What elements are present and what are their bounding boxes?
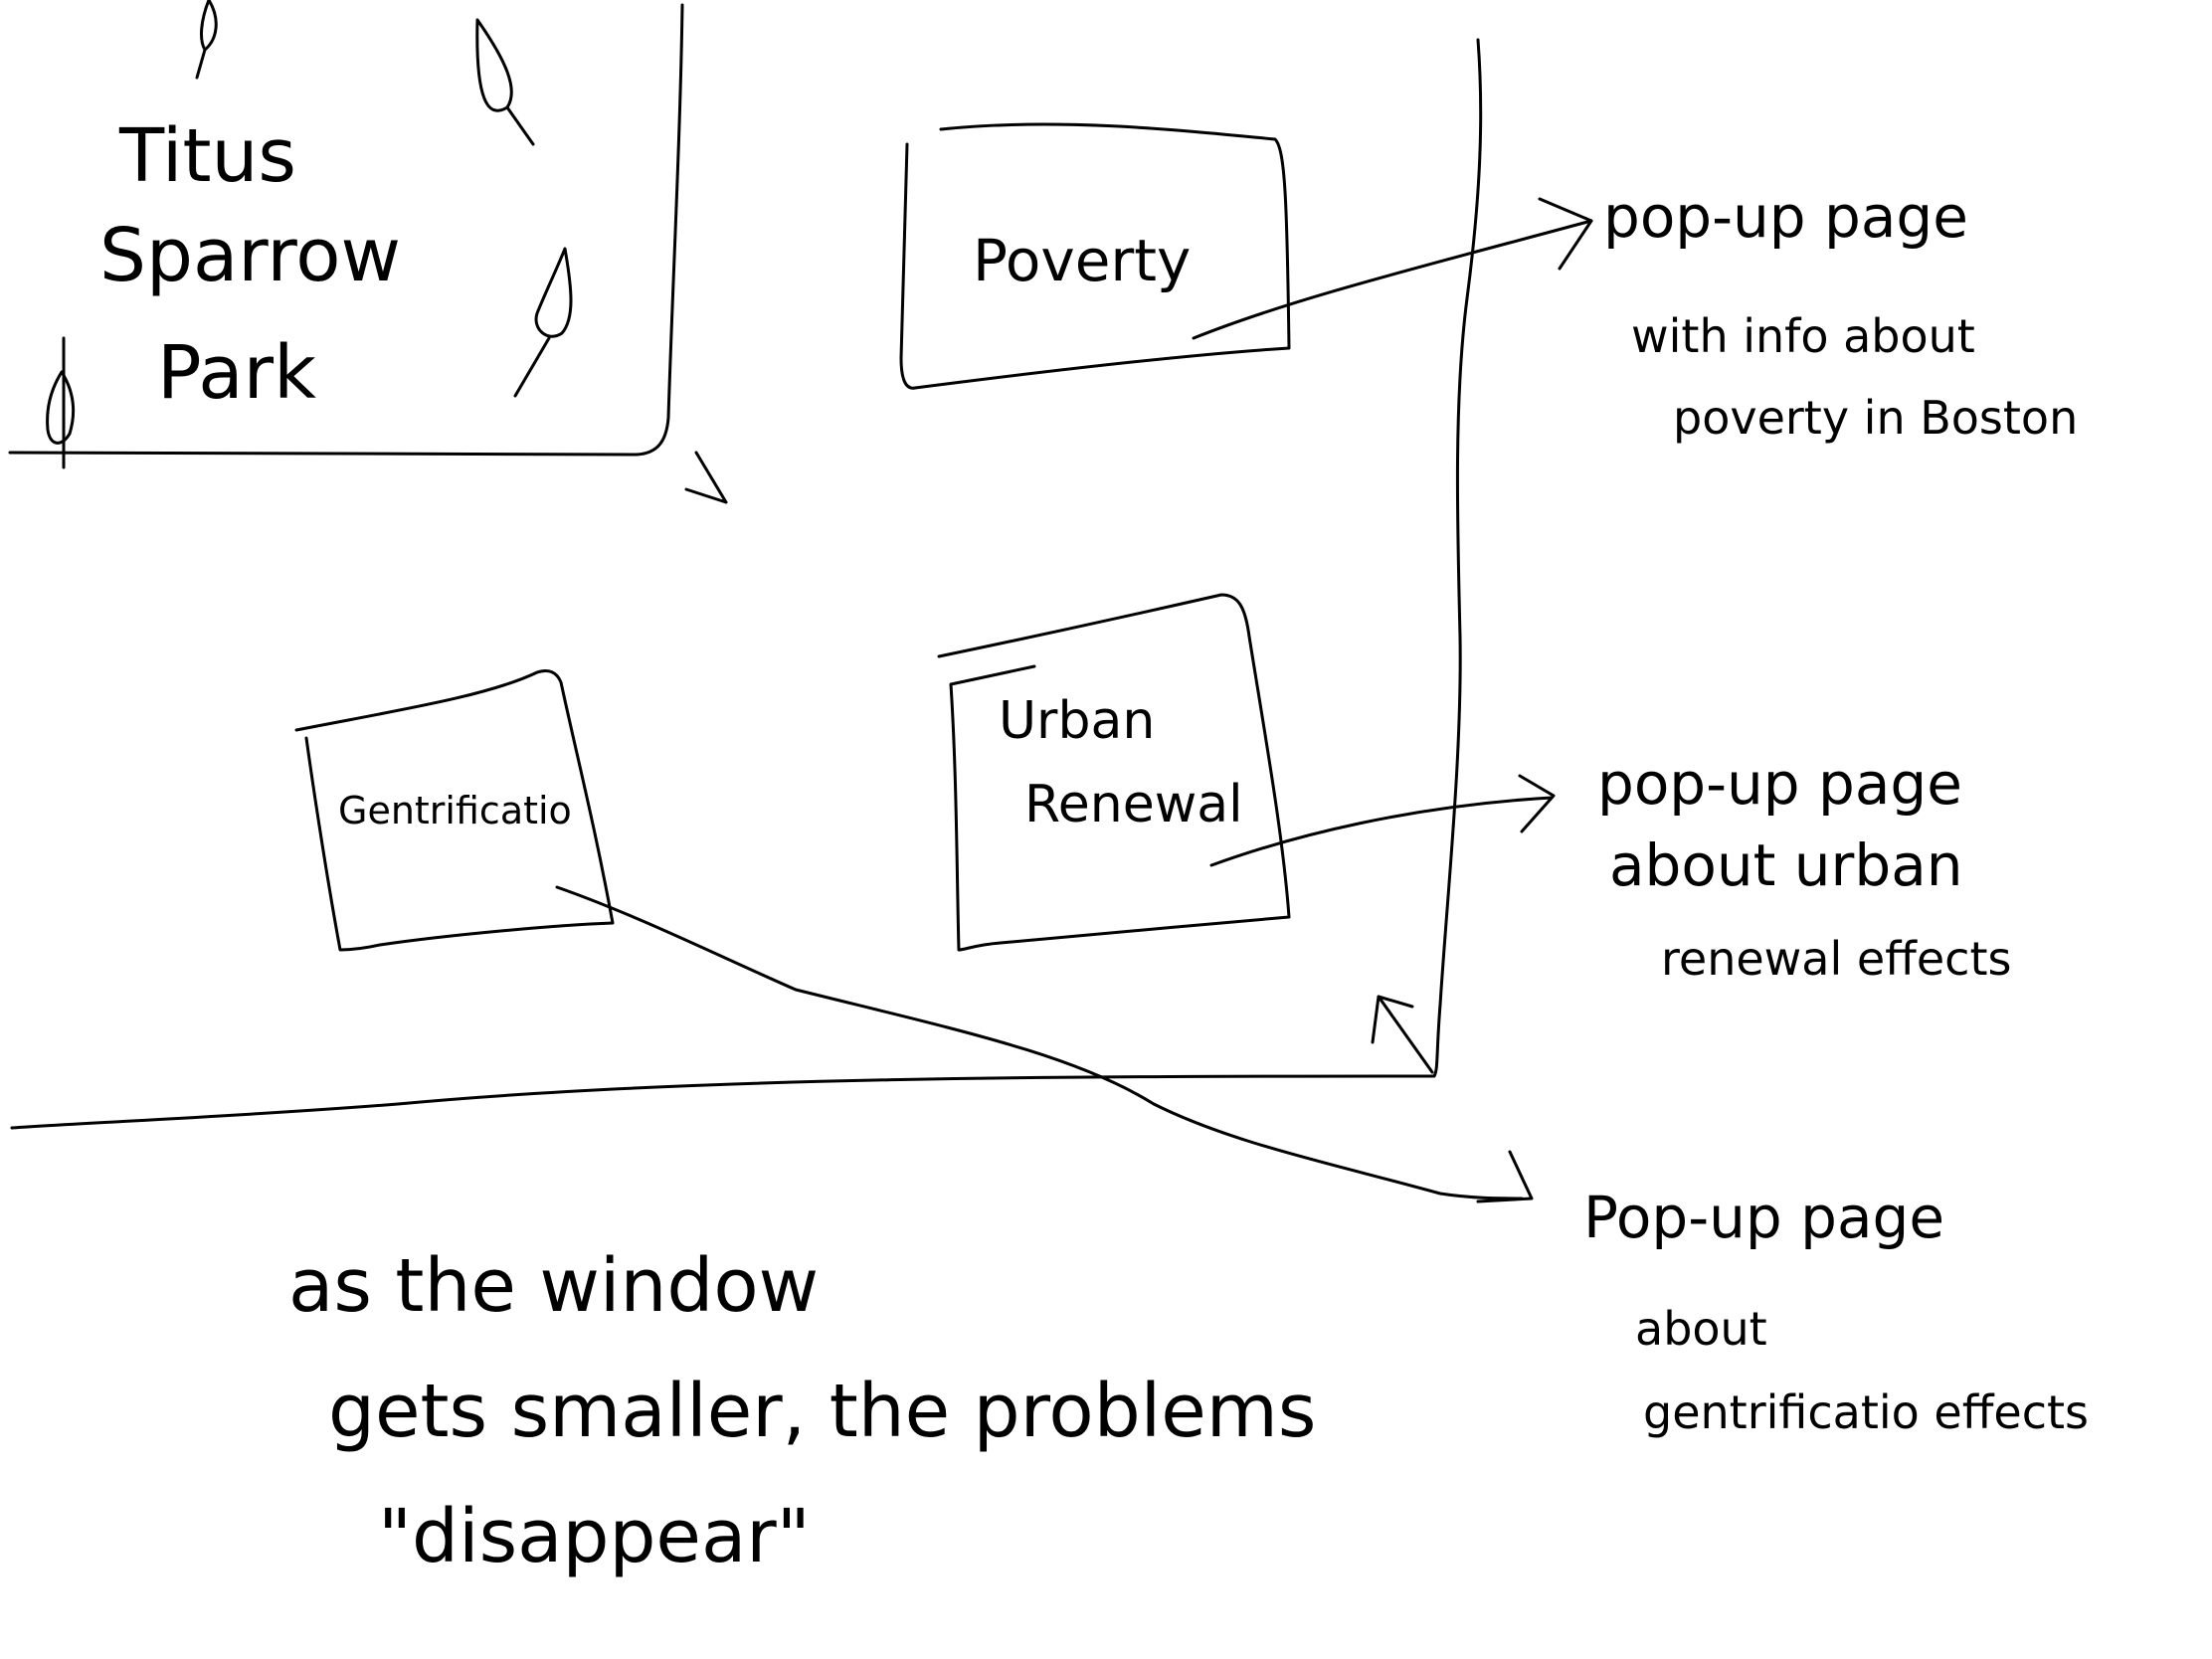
gentrification-note-line-1: Pop-up page	[1583, 1184, 1944, 1251]
urban-renewal-note-line-3: renewal effects	[1661, 932, 2011, 986]
urban-renewal-connector	[1209, 796, 1554, 867]
park-title-line-1: Titus	[118, 113, 296, 199]
poverty-note-line-2: with info about	[1631, 309, 1975, 363]
gentrification-note-line-2: about	[1635, 1302, 1767, 1356]
gentrification-note-line-3: gentrificatio effects	[1643, 1385, 2089, 1439]
arrow-icon	[1476, 1150, 1534, 1203]
park-panel-frame	[8, 3, 684, 457]
urban-renewal-label-line-2: Renewal	[1024, 775, 1243, 834]
tree-icon	[475, 18, 535, 146]
gentrification-connector	[555, 885, 1524, 1200]
main-window-frame	[10, 38, 1483, 1130]
tree-icon	[513, 247, 573, 398]
urban-renewal-note-line-1: pop-up page	[1597, 750, 1962, 818]
urban-renewal-note: pop-up page about urban renewal effects	[1597, 750, 2011, 986]
poverty-note: pop-up page with info about poverty in B…	[1603, 183, 2078, 445]
caption: as the window gets smaller, the problems…	[288, 1243, 1316, 1579]
urban-renewal-box[interactable]: Urban Renewal	[937, 593, 1291, 952]
arrow-icon	[1518, 774, 1556, 833]
tree-icon	[46, 336, 76, 469]
gentrification-label: Gentrificatio	[338, 789, 572, 832]
poverty-label: Poverty	[973, 227, 1191, 294]
poverty-connector	[1192, 219, 1593, 340]
gentrification-note: Pop-up page about gentrificatio effects	[1583, 1184, 2089, 1439]
caption-line-2: gets smaller, the problems	[328, 1369, 1316, 1454]
urban-renewal-label-line-1: Urban	[999, 691, 1155, 751]
poverty-note-line-1: pop-up page	[1603, 183, 1968, 251]
urban-renewal-note-line-2: about urban	[1609, 831, 1963, 899]
resize-arrow-icon	[1371, 995, 1434, 1074]
poverty-note-line-3: poverty in Boston	[1673, 391, 2078, 445]
park-title-line-2: Sparrow	[99, 213, 401, 298]
tree-icon	[195, 0, 218, 80]
gentrification-box[interactable]: Gentrificatio	[294, 668, 615, 952]
caption-line-1: as the window	[288, 1243, 819, 1329]
caption-line-3: "disappear"	[378, 1494, 811, 1579]
park-resize-arrow-icon	[684, 451, 728, 504]
park-title-line-3: Park	[157, 330, 316, 416]
arrow-icon	[1538, 197, 1593, 271]
poverty-box[interactable]: Poverty	[899, 122, 1291, 390]
